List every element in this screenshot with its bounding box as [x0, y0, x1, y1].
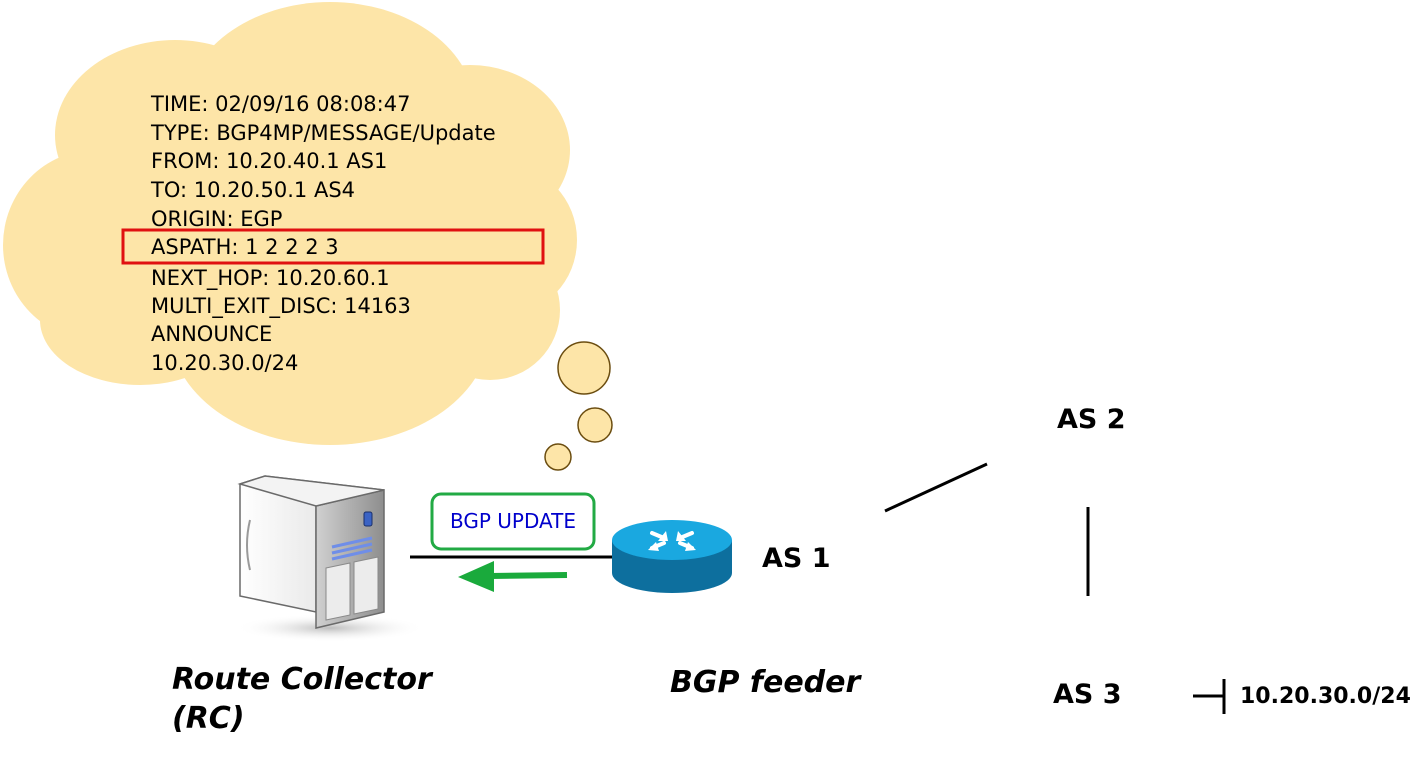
msg-aspath: ASPATH: 1 2 2 2 3 [151, 235, 339, 259]
as3-label: AS 3 [1053, 679, 1122, 710]
link-as1-as2 [884, 462, 988, 513]
thought-dot-large [557, 341, 611, 395]
thought-cloud [3, 2, 613, 471]
msg-to: TO: 10.20.50.1 AS4 [150, 178, 355, 202]
bgp-message-text: TIME: 02/09/16 08:08:47 TYPE: BGP4MP/MES… [150, 92, 496, 375]
prefix-connector [1193, 679, 1226, 714]
msg-announce: ANNOUNCE [151, 322, 272, 346]
route-collector-abbrev: (RC) [172, 701, 245, 736]
prefix-label: 10.20.30.0/24 [1240, 684, 1411, 709]
thought-dot-small [544, 443, 572, 471]
route-collector-caption: Route Collector [172, 662, 434, 697]
arrow-left-icon [458, 561, 568, 592]
msg-med: MULTI_EXIT_DISC: 14163 [151, 294, 411, 319]
server-icon [235, 475, 425, 642]
msg-type: TYPE: BGP4MP/MESSAGE/Update [150, 121, 496, 145]
thought-dot-medium [577, 407, 613, 443]
msg-from: FROM: 10.20.40.1 AS1 [151, 149, 387, 173]
msg-origin: ORIGIN: EGP [151, 207, 282, 231]
as1-label: AS 1 [762, 543, 831, 574]
bgp-update-badge: BGP UPDATE [430, 492, 596, 551]
bgp-update-label: BGP UPDATE [450, 509, 576, 533]
bgp-feeder-caption: BGP feeder [670, 665, 862, 700]
msg-prefix: 10.20.30.0/24 [151, 351, 298, 375]
msg-time: TIME: 02/09/16 08:08:47 [150, 92, 410, 116]
as2-label: AS 2 [1057, 404, 1126, 435]
msg-next-hop: NEXT_HOP: 10.20.60.1 [151, 266, 390, 291]
aspath-highlight-box [121, 228, 545, 265]
router-icon [612, 520, 732, 593]
